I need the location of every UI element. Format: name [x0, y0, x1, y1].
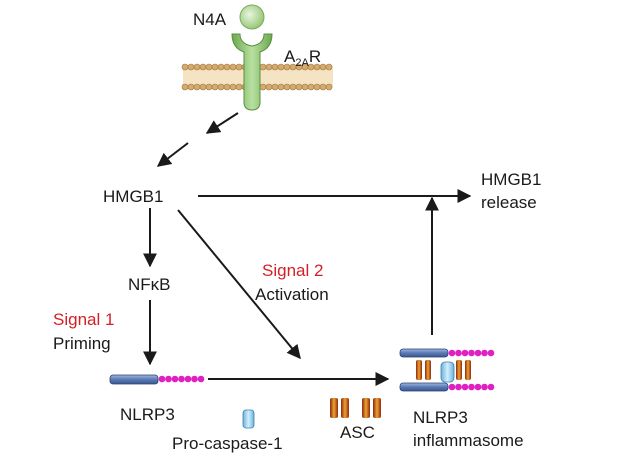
decor-dot [259, 63, 267, 71]
arrow-hmgb1-to-inflammasome [177, 209, 301, 360]
decor-dot [223, 63, 231, 71]
decor-dot [193, 63, 201, 71]
decor-dot [187, 63, 195, 71]
decor-dot [277, 83, 285, 91]
decor-dot [289, 83, 297, 91]
decor-dot [474, 383, 482, 391]
decor-dot [265, 83, 273, 91]
decor-dot [229, 83, 237, 91]
n4a-label: N4A [193, 10, 227, 29]
decor-dot [313, 83, 321, 91]
decor-dot [301, 83, 309, 91]
decor-dot [448, 349, 456, 357]
decor-dot [259, 83, 267, 91]
decor-dot [217, 83, 225, 91]
inflammasome-complex-shape [399, 348, 495, 392]
asc-label: ASC [340, 423, 375, 442]
decor-dot [455, 383, 462, 391]
decor-dot [211, 63, 219, 71]
a2ar-label: A2AR [284, 47, 321, 69]
arrow-receptor-down-2 [156, 142, 189, 167]
hmgb1-label: HMGB1 [103, 187, 163, 206]
decor-dot [468, 383, 475, 391]
decor-dot [184, 375, 192, 383]
decor-dot [481, 349, 488, 357]
decor-dot [217, 63, 225, 71]
activation-label: Activation [255, 285, 329, 304]
procaspase-label: Pro-caspase-1 [172, 434, 283, 453]
decor-dot [474, 349, 482, 357]
decor-dot [181, 63, 189, 71]
decor-dot [205, 63, 213, 71]
decor-dot [165, 375, 172, 383]
decor-dot [197, 375, 205, 383]
decor-dot [199, 63, 207, 71]
decor-dot [461, 383, 469, 391]
decor-dot [199, 83, 207, 91]
decor-dot [319, 83, 327, 91]
procaspase-shape [242, 409, 255, 429]
signal1-label: Signal 1 [53, 310, 114, 329]
decor-dot [223, 83, 231, 91]
a2a-receptor-shape [231, 33, 273, 111]
inflammasome-line2: inflammasome [413, 431, 524, 450]
decor-dot [181, 83, 189, 91]
decor-dot [325, 83, 333, 91]
decor-dot [178, 375, 185, 383]
decor-dot [487, 349, 495, 357]
decor-dot [283, 83, 291, 91]
asc-shape [330, 398, 381, 418]
nlrp3-protein-shape [109, 374, 205, 385]
decor-dot [193, 83, 201, 91]
decor-dot [187, 83, 195, 91]
decor-dot [307, 83, 315, 91]
release-line2: release [481, 193, 537, 212]
decor-dot [265, 63, 273, 71]
decor-dot [295, 83, 303, 91]
decor-dot [271, 83, 279, 91]
decor-dot [448, 383, 456, 391]
decor-dot [158, 375, 166, 383]
release-line1: HMGB1 [481, 170, 541, 189]
decor-dot [271, 63, 279, 71]
decor-dot [455, 349, 462, 357]
decor-dot [487, 383, 495, 391]
decor-dot [468, 349, 475, 357]
decor-dot [211, 83, 219, 91]
arrow-receptor-down-1 [205, 112, 239, 134]
decor-dot [481, 383, 488, 391]
decor-dot [191, 375, 198, 383]
n4a-ligand-ball [239, 4, 265, 30]
decor-dot [325, 63, 333, 71]
nlrp3-label: NLRP3 [120, 405, 175, 424]
decor-dot [461, 349, 469, 357]
decor-dot [205, 83, 213, 91]
arrows [143, 112, 472, 386]
inflammasome-line1: NLRP3 [413, 408, 468, 427]
signal2-label: Signal 2 [262, 261, 323, 280]
decor-dot [171, 375, 179, 383]
decor-dot [229, 63, 237, 71]
priming-label: Priming [53, 334, 111, 353]
nfkb-label: NFκB [128, 275, 171, 294]
decor-dot [235, 83, 243, 91]
decor-dot [235, 63, 243, 71]
